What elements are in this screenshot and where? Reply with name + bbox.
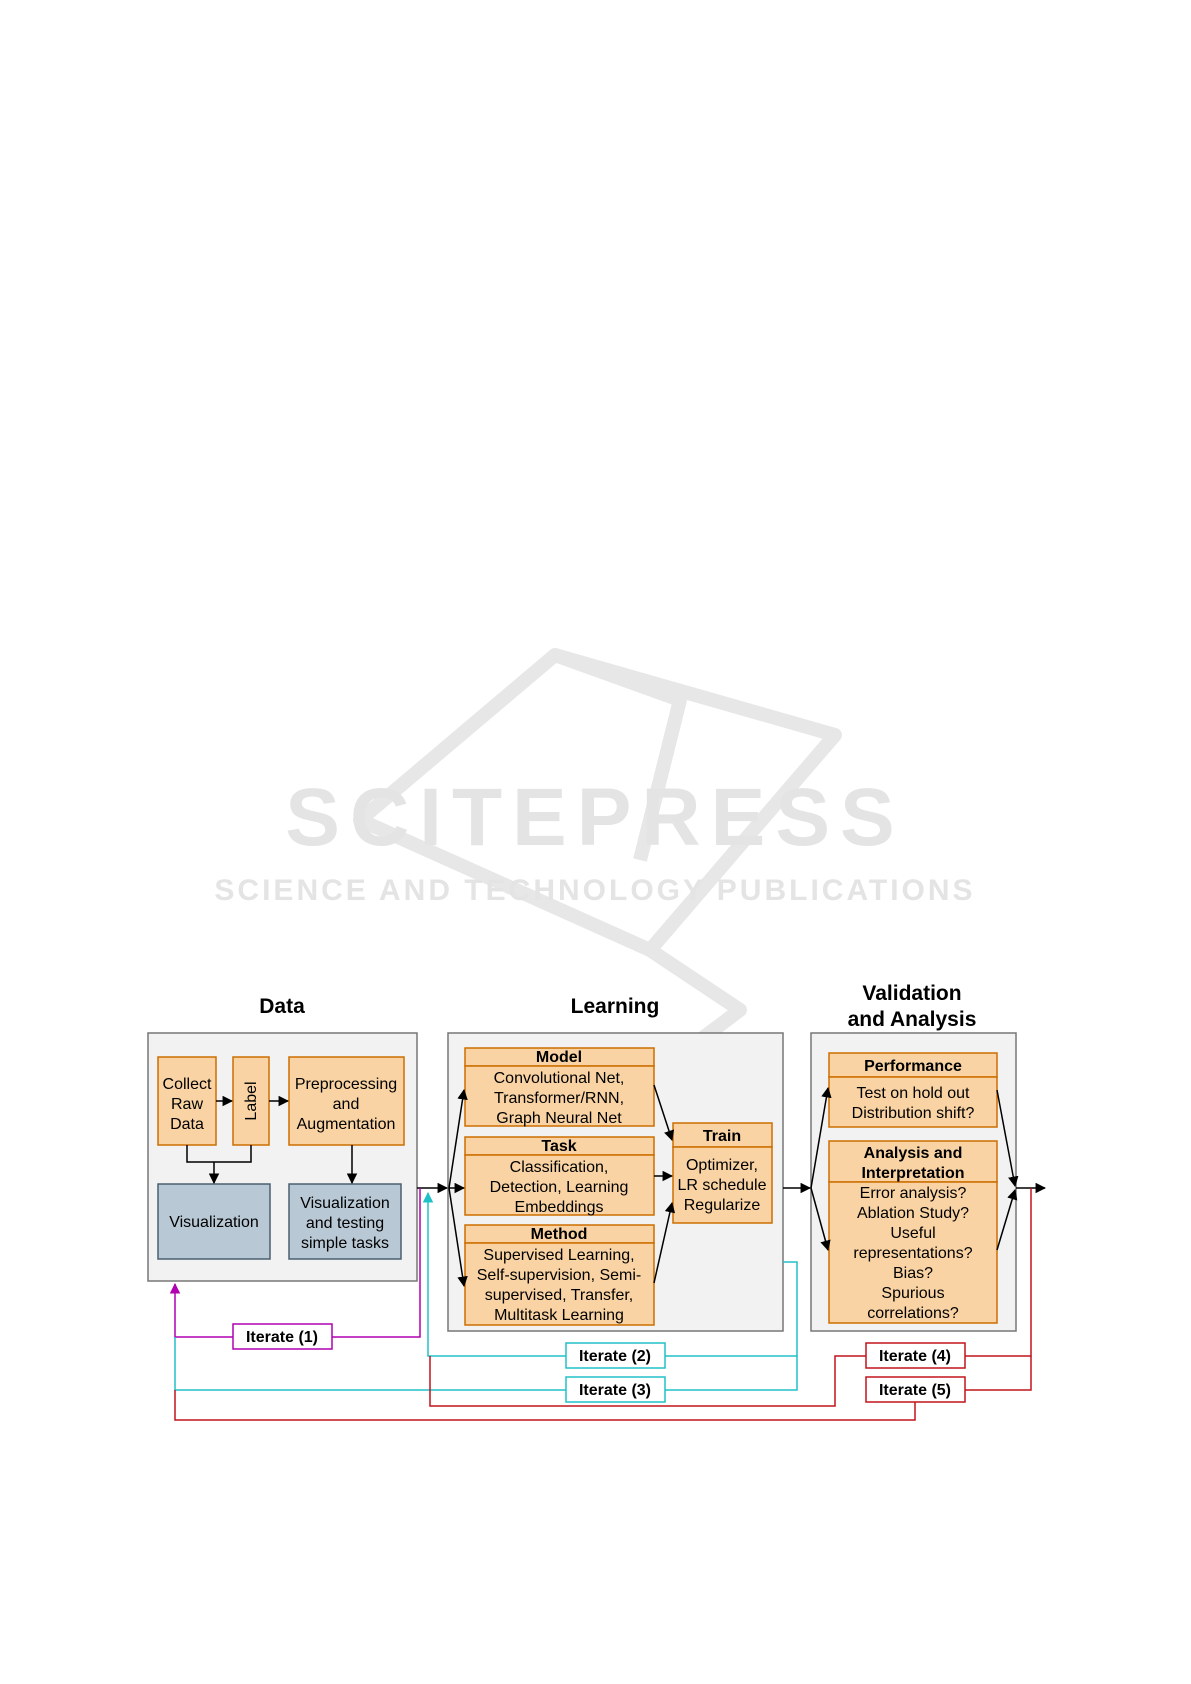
preprocessing-line-1: Preprocessing (295, 1076, 397, 1093)
arrow-method-train (653, 1201, 676, 1284)
train-line-3: Regularize (684, 1197, 761, 1214)
performance-title: Performance (864, 1058, 962, 1075)
visualization-text: Visualization (169, 1214, 259, 1231)
task-title: Task (541, 1138, 576, 1155)
model-line-3: Graph Neural Net (496, 1110, 622, 1127)
analysis-line-7: correlations? (867, 1305, 959, 1322)
method-line-2: Self-supervision, Semi- (477, 1267, 642, 1284)
method-box (464, 1242, 655, 1326)
analysis-line-2: Ablation Study? (857, 1205, 969, 1222)
iterate-4-box (865, 1342, 966, 1369)
task-line-3: Embeddings (515, 1199, 604, 1216)
arrow-performance-out (996, 1089, 1019, 1188)
watermark-tagline: SCIENCE AND TECHNOLOGY PUBLICATIONS (214, 874, 975, 907)
iterate-1-label: Iterate (1) (246, 1329, 318, 1346)
analysis-box (828, 1181, 998, 1324)
iterate-4-loop (429, 1188, 1032, 1407)
iterate-2-box (565, 1342, 666, 1369)
connector-collect-label (186, 1145, 252, 1163)
model-line-1: Convolutional Net, (494, 1070, 625, 1087)
model-title: Model (536, 1049, 582, 1066)
preprocessing-line-3: Augmentation (297, 1116, 396, 1133)
arrow-to-performance (810, 1086, 832, 1189)
iterate-5-label: Iterate (5) (879, 1382, 951, 1399)
arrow-to-model (448, 1088, 468, 1189)
analysis-line-4: representations? (853, 1245, 972, 1262)
iterate-3-box (565, 1376, 666, 1403)
preprocessing-box (288, 1056, 405, 1146)
iterate-2-label: Iterate (2) (579, 1348, 651, 1365)
viz-testing-box (288, 1183, 402, 1260)
task-line-2: Detection, Learning (490, 1179, 629, 1196)
train-title: Train (703, 1128, 741, 1145)
train-line-1: Optimizer, (686, 1157, 758, 1174)
book-logo-icon (353, 648, 842, 1046)
performance-line-2: Distribution shift? (852, 1105, 975, 1122)
iterate-3-loop (174, 1337, 798, 1391)
model-box (464, 1065, 655, 1127)
method-line-4: Multitask Learning (494, 1307, 624, 1324)
train-header (672, 1122, 773, 1148)
task-box (464, 1154, 655, 1216)
method-line-3: supervised, Transfer, (485, 1287, 634, 1304)
section-title-learning: Learning (571, 995, 660, 1018)
section-title-validation-1: Validation (862, 982, 961, 1005)
analysis-title-1: Analysis and (864, 1145, 963, 1162)
model-line-2: Transformer/RNN, (494, 1090, 624, 1107)
analysis-title-2: Interpretation (861, 1165, 964, 1182)
arrow-model-train (653, 1084, 675, 1141)
viz-testing-line-2: and testing (306, 1215, 384, 1232)
arrow-to-analysis (810, 1187, 831, 1252)
section-title-data: Data (259, 995, 305, 1018)
train-box (672, 1146, 773, 1224)
collect-line-2: Raw (171, 1096, 203, 1113)
section-title-validation-2: and Analysis (848, 1008, 977, 1031)
arrow-analysis-out (996, 1188, 1018, 1251)
analysis-line-1: Error analysis? (860, 1185, 967, 1202)
iterate-3-label: Iterate (3) (579, 1382, 651, 1399)
watermark-brand: SCITEPRESS (285, 772, 904, 863)
iterate-5-box (865, 1376, 966, 1403)
collect-line-3: Data (170, 1116, 204, 1133)
analysis-line-3: Useful (890, 1225, 935, 1242)
viz-testing-line-3: simple tasks (301, 1235, 389, 1252)
analysis-line-5: Bias? (893, 1265, 933, 1282)
performance-line-1: Test on hold out (857, 1085, 971, 1102)
label-text: Label (243, 1081, 260, 1120)
method-line-1: Supervised Learning, (483, 1247, 634, 1264)
method-title: Method (531, 1226, 588, 1243)
performance-box (828, 1076, 998, 1128)
task-line-1: Classification, (510, 1159, 609, 1176)
performance-header (828, 1052, 998, 1078)
viz-testing-line-1: Visualization (300, 1195, 390, 1212)
analysis-line-6: Spurious (881, 1285, 944, 1302)
analysis-header (828, 1140, 998, 1183)
iterate-4-label: Iterate (4) (879, 1348, 951, 1365)
train-line-2: LR schedule (678, 1177, 767, 1194)
iterate-1-box (232, 1323, 333, 1350)
iterate-5-loop (174, 1356, 1032, 1421)
arrow-to-method (448, 1187, 468, 1288)
preprocessing-line-2: and (333, 1096, 360, 1113)
collect-line-1: Collect (163, 1076, 212, 1093)
